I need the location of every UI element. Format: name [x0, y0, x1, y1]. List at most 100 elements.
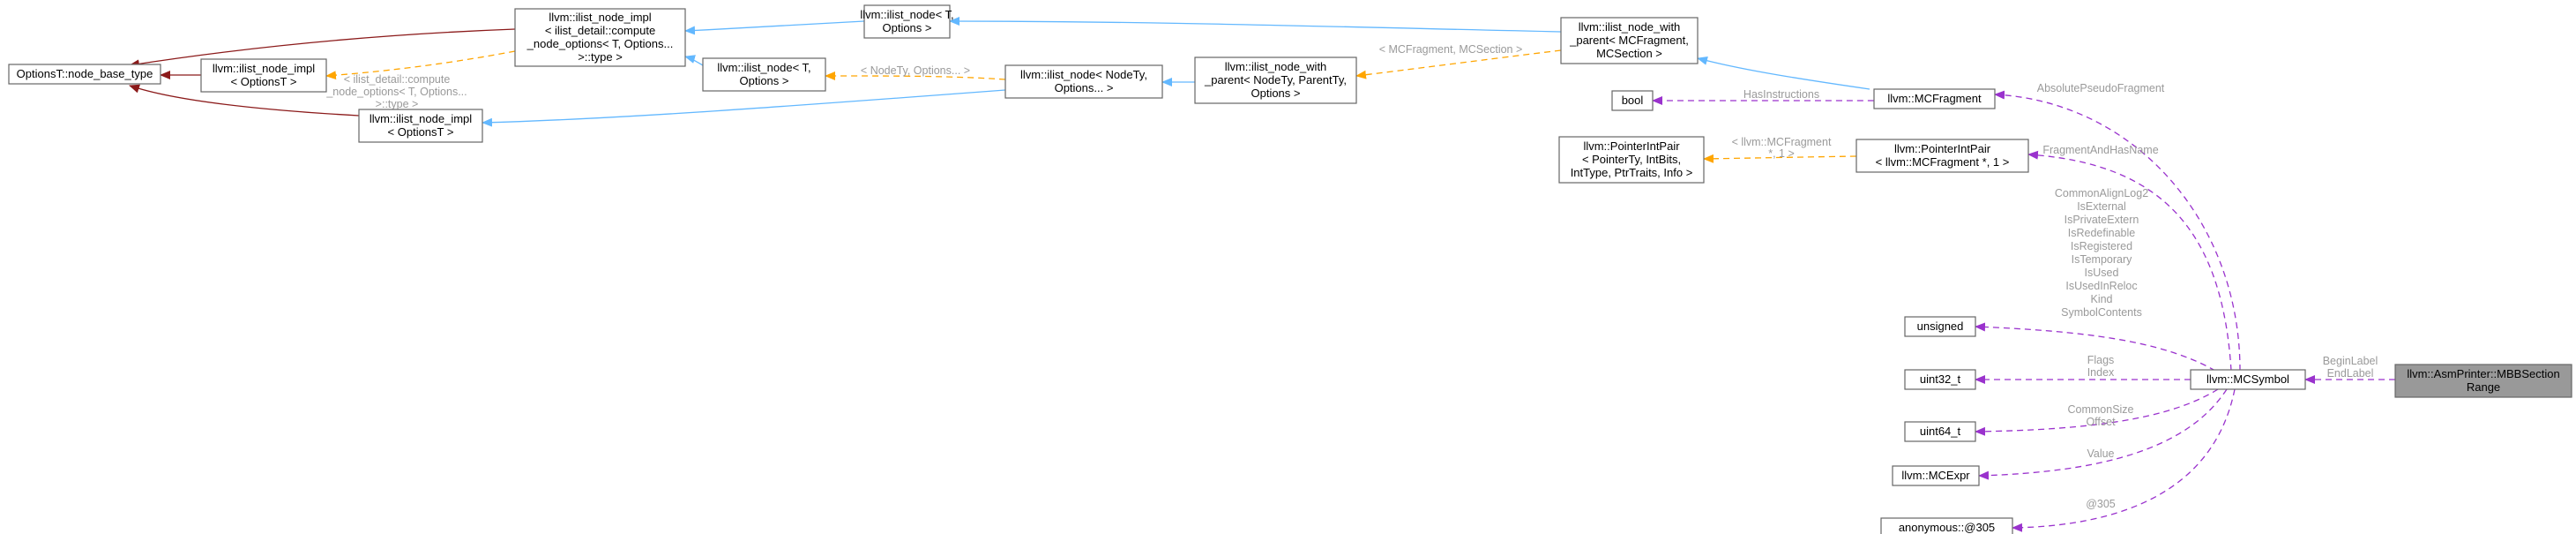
node-uint64-t-label-line: uint64_t [1920, 425, 1961, 438]
node-ilist-node-with-parent-mcfragment-box [1560, 17, 1699, 64]
node-pointerintpair-generic[interactable]: llvm::PointerIntPair< PointerTy, IntBits… [1558, 136, 1705, 184]
edge-compute-template [325, 50, 516, 80]
node-mcfragment[interactable]: llvm::MCFragment [1873, 88, 1996, 109]
edge-label-has-instructions: HasInstructions [1743, 88, 1819, 101]
node-ilist-node-t-options-top-box [863, 4, 951, 39]
edge-label-absolute-pseudo: AbsolutePseudoFragment [2037, 82, 2165, 94]
edge-label-mcfragment-tmpl: < MCFragment, MCSection > [1379, 43, 1523, 56]
node-pointerintpair-generic-label-line: < PointerTy, IntBits, [1582, 153, 1681, 166]
edge-pip-template [1703, 154, 1857, 163]
node-unsigned-box [1904, 316, 1976, 337]
node-pointerintpair-mcfragment[interactable]: llvm::PointerIntPair< llvm::MCFragment *… [1855, 139, 2029, 173]
edge-label-unsigned-members: IsRegistered [2071, 240, 2132, 252]
node-ilist-node-nodety-label-line: llvm::ilist_node< NodeTy, [1020, 68, 1147, 81]
node-uint32-t-label-line: uint32_t [1920, 372, 1961, 386]
edge-label-unsigned-members: IsUsedInReloc [2065, 280, 2137, 292]
node-bool-label-line: bool [1622, 94, 1644, 107]
node-mcsymbol-label-line: llvm::MCSymbol [2206, 372, 2289, 386]
edge-label-unsigned-members: IsTemporary [2072, 253, 2133, 266]
edge-nodety-to-impl-optionst-bottom [482, 89, 1006, 127]
edge-nodety-template [825, 71, 1006, 81]
node-ilist-node-impl-optionst-top-label-line: llvm::ilist_node_impl [213, 62, 315, 75]
node-mcsymbol-box [2190, 369, 2306, 390]
node-anonymous-305-box [1880, 517, 2013, 534]
node-ilist-node-impl-optionst-bottom-label-line: llvm::ilist_node_impl [370, 112, 472, 125]
node-ilist-node-impl-compute-label-line: >::type > [578, 50, 623, 64]
node-ilist-node-impl-optionst-top-box [200, 58, 327, 93]
node-mcexpr-box [1892, 465, 1980, 486]
edge-label-uint64-members: CommonSize [2067, 403, 2133, 416]
edge-label-unsigned-members: IsPrivateExtern [2065, 214, 2139, 226]
node-ilist-node-t-options-mid[interactable]: llvm::ilist_node< T,Options > [702, 57, 826, 92]
edge-mid-to-impl-compute [684, 55, 704, 66]
node-ilist-node-impl-compute-label-line: llvm::ilist_node_impl [549, 11, 651, 24]
edge-label-unsigned-members: SymbolContents [2061, 306, 2142, 319]
edge-label-fragment-and-has-name: FragmentAndHasName [2042, 144, 2158, 156]
node-ilist-node-nodety-label-line: Options... > [1055, 81, 1114, 94]
node-uint32-t-box [1904, 369, 1976, 390]
node-ilist-node-impl-compute[interactable]: llvm::ilist_node_impl< ilist_detail::com… [514, 8, 686, 67]
edge-label-unsigned-members: IsRedefinable [2068, 227, 2135, 239]
node-pointerintpair-generic-box [1558, 136, 1705, 184]
edge-label-anon-members: @305 [2086, 498, 2116, 510]
edge-label-mcsymbol-members: EndLabel [2327, 367, 2374, 380]
edge-mcexpr-members [1978, 388, 2228, 480]
edge-label-unsigned-members: IsUsed [2085, 267, 2119, 279]
node-ilist-node-with-parent-generic-box [1194, 56, 1357, 104]
node-ilist-node-with-parent-generic[interactable]: llvm::ilist_node_with_parent< NodeTy, Pa… [1194, 56, 1357, 104]
node-mcsymbol[interactable]: llvm::MCSymbol [2190, 369, 2306, 390]
node-pointerintpair-mcfragment-label-line: llvm::PointerIntPair [1894, 142, 1991, 155]
node-ilist-node-t-options-mid-label-line: llvm::ilist_node< T, [717, 61, 810, 74]
edge-impl-compute-to-ilist-node-top [684, 20, 865, 35]
edge-impl-compute-to-base-type [129, 28, 516, 69]
node-mcexpr[interactable]: llvm::MCExpr [1892, 465, 1980, 486]
node-ilist-node-impl-compute-label-line: _node_options< T, Options... [526, 37, 674, 50]
node-bool[interactable]: bool [1611, 90, 1654, 111]
node-ilist-node-t-options-top[interactable]: llvm::ilist_node< T,Options > [860, 4, 954, 39]
node-ilist-node-nodety-box [1004, 64, 1163, 99]
node-ilist-node-impl-optionst-bottom-label-line: < OptionsT > [388, 125, 454, 139]
edge-label-unsigned-members: IsExternal [2077, 200, 2126, 213]
node-ilist-node-impl-compute-box [514, 8, 686, 67]
edge-impl-optionst-bottom-to-base-type [129, 84, 360, 117]
edge-label-uint32-members: Index [2087, 366, 2115, 379]
edge-anon-members [2012, 388, 2236, 532]
node-asmprinter-mbbsectionrange-box [2394, 364, 2572, 398]
node-mcfragment-box [1873, 88, 1996, 109]
edge-fragment-and-has-name [2027, 150, 2232, 372]
node-unsigned[interactable]: unsigned [1904, 316, 1976, 337]
node-optionst-node-base-type[interactable]: OptionsT::node_base_type [8, 64, 161, 85]
node-ilist-node-impl-optionst-top-label-line: < OptionsT > [231, 75, 297, 88]
edge-label-mcsymbol-members: BeginLabel [2323, 355, 2378, 367]
node-pointerintpair-mcfragment-box [1855, 139, 2029, 173]
node-unsigned-label-line: unsigned [1917, 320, 1964, 333]
node-uint64-t[interactable]: uint64_t [1904, 421, 1976, 442]
node-bool-box [1611, 90, 1654, 111]
node-ilist-node-impl-optionst-bottom-box [358, 109, 483, 143]
node-ilist-node-with-parent-mcfragment-label-line: llvm::ilist_node_with [1579, 20, 1681, 34]
edge-with-parent-mc-to-ilist-node-top [949, 17, 1562, 33]
node-ilist-node-impl-optionst-bottom[interactable]: llvm::ilist_node_impl< OptionsT > [358, 109, 483, 143]
edge-uint64-members [1975, 388, 2219, 436]
node-optionst-node-base-type-label-line: OptionsT::node_base_type [17, 67, 153, 80]
node-ilist-node-with-parent-mcfragment[interactable]: llvm::ilist_node_with_parent< MCFragment… [1560, 17, 1699, 64]
node-pointerintpair-generic-label-line: llvm::PointerIntPair [1583, 139, 1680, 153]
node-ilist-node-nodety[interactable]: llvm::ilist_node< NodeTy,Options... > [1004, 64, 1163, 99]
node-uint32-t[interactable]: uint32_t [1904, 369, 1976, 390]
edge-label-uint32-members: Flags [2087, 354, 2115, 366]
edge-unsigned-members [1975, 322, 2216, 372]
node-uint64-t-box [1904, 421, 1976, 442]
edge-label-compute-tmpl: >::type > [376, 98, 419, 110]
node-optionst-node-base-type-box [8, 64, 161, 85]
node-mcexpr-label-line: llvm::MCExpr [1901, 469, 1970, 482]
edge-label-compute-tmpl: < ilist_detail::compute [344, 73, 451, 86]
node-anonymous-305[interactable]: anonymous::@305 [1880, 517, 2013, 534]
node-ilist-node-with-parent-generic-label-line: _parent< NodeTy, ParentTy, [1204, 73, 1347, 86]
node-asmprinter-mbbsectionrange-label-line: Range [2467, 380, 2500, 394]
node-ilist-node-impl-optionst-top[interactable]: llvm::ilist_node_impl< OptionsT > [200, 58, 327, 93]
edge-label-pip-tmpl: *, 1 > [1768, 147, 1795, 160]
edge-absolute-pseudo-fragment [1994, 90, 2241, 372]
node-asmprinter-mbbsectionrange-label-line: llvm::AsmPrinter::MBBSection [2407, 367, 2559, 380]
edge-label-pip-tmpl: < llvm::MCFragment [1732, 136, 1832, 148]
